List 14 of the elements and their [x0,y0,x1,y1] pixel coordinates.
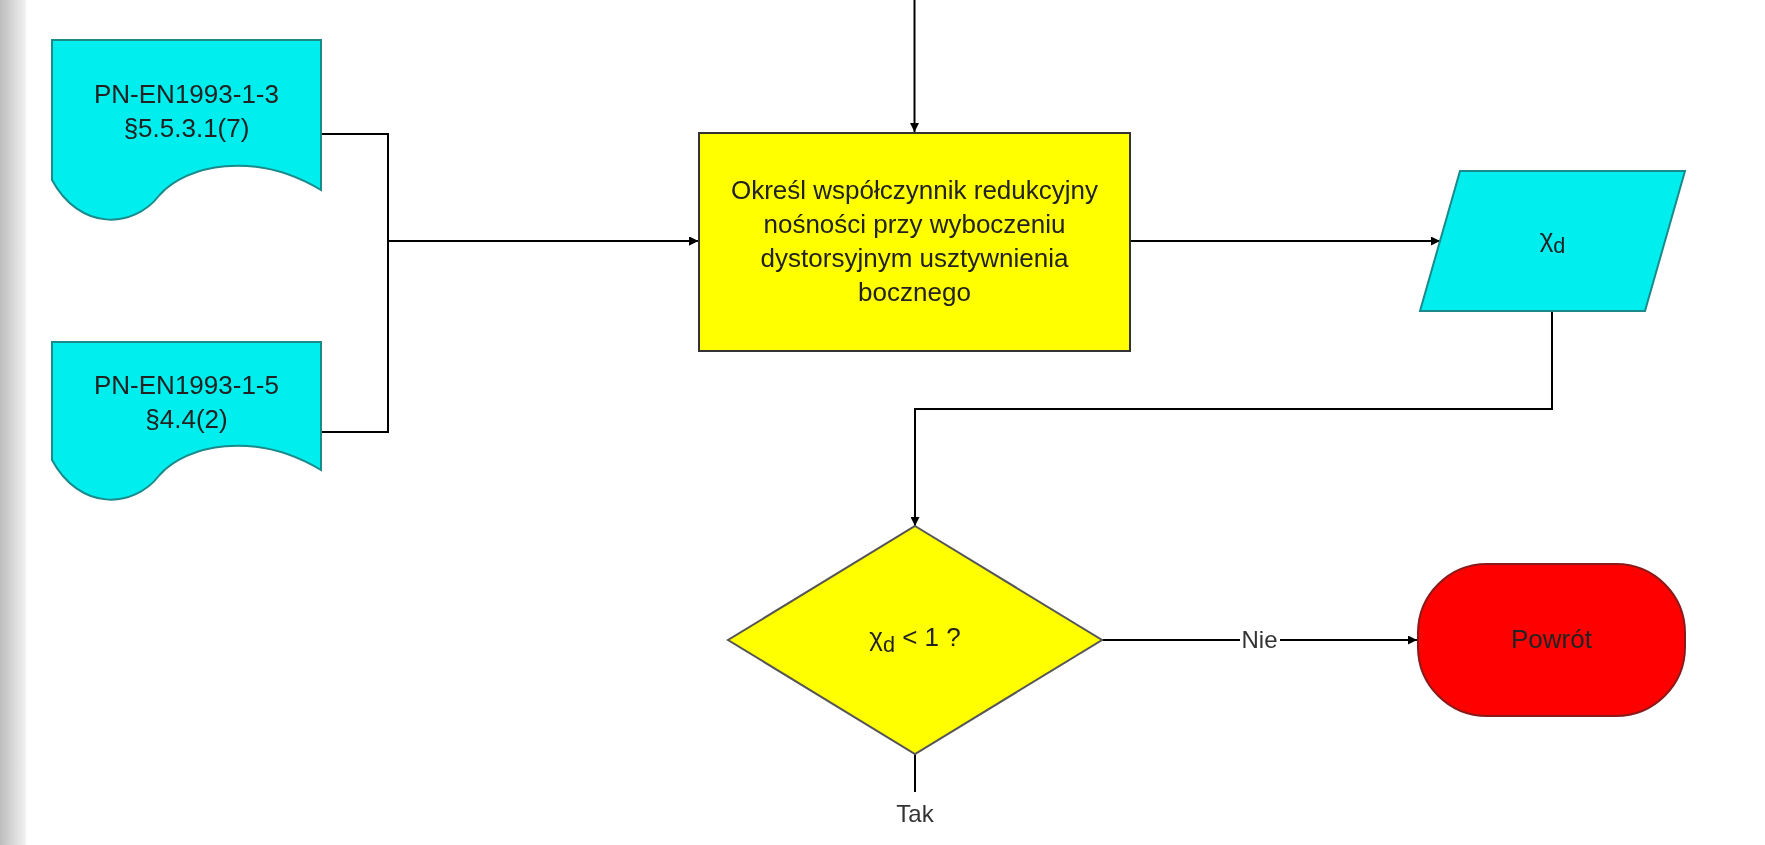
arrow [910,0,919,133]
node-text: χ$_{d}$ < 1 ? [869,620,961,659]
arrow [1101,635,1418,645]
node-text: Określ współczynnik redukcyjny nośności przy wyboczeniu dystorsyjnym usztywnienia bocznego [730,174,1099,309]
node-text: χ$_{d}$ [1539,221,1566,260]
process-box [698,132,1131,352]
connector-line [914,753,916,793]
arrow [1130,236,1441,246]
node-text: Powrót [1511,623,1592,657]
node-text: PN-EN1993-1-5 §4.4(2) [93,369,280,436]
arrow [910,310,1553,527]
data-parallelogram [1420,171,1685,311]
node-text: PN-EN1993-1-3 §5.5.3.1(7) [93,78,280,145]
decision-diamond [728,526,1102,754]
